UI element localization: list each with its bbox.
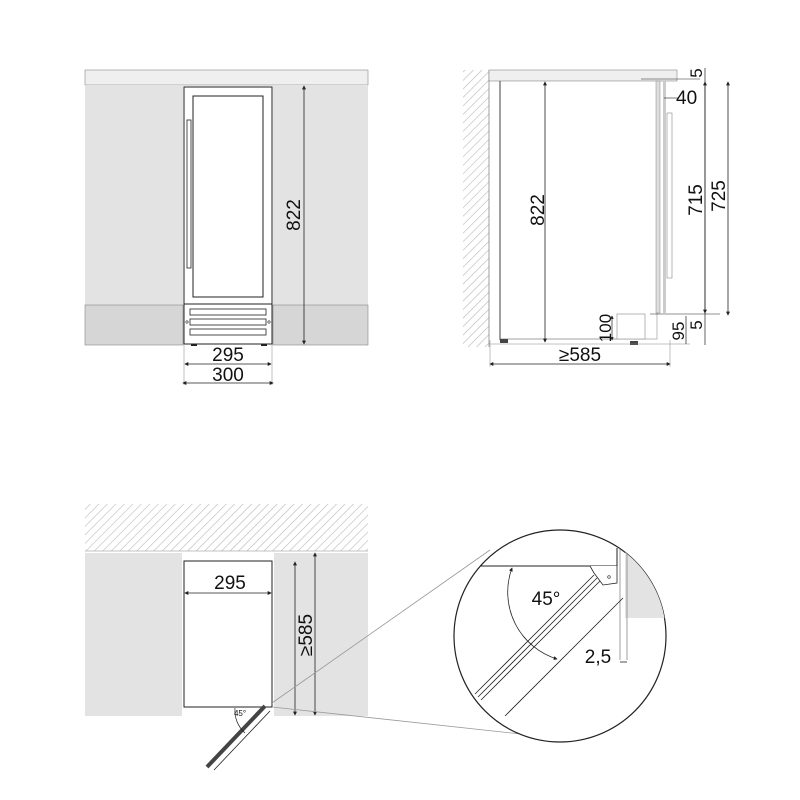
glass-door: [192, 95, 264, 298]
countertop: [84, 69, 369, 86]
plinth-height-label: 100: [596, 314, 615, 342]
countertop: [488, 69, 678, 82]
handle-profile: [666, 112, 673, 279]
top-width-label: 295: [214, 573, 246, 594]
open-door: 45°: [205, 704, 271, 771]
door-angle-label: 45°: [234, 709, 246, 718]
bottom-gap-label: 5: [687, 320, 706, 329]
wall-hatch: [463, 70, 489, 347]
front-height-label: 822: [284, 199, 305, 231]
plinth-left: [84, 304, 184, 346]
plinth-profile: [616, 313, 646, 340]
detail-angle-label: 45°: [532, 589, 561, 610]
base-height-label: 95: [669, 322, 688, 341]
top-view: 295 ≥585 45°: [85, 504, 531, 771]
appliance-side: [499, 80, 658, 340]
total-height-label: 725: [709, 180, 730, 212]
cabinet-right: [273, 85, 368, 305]
appliance-front: [183, 86, 273, 346]
appliance-top: [183, 560, 273, 708]
side-height-label: 822: [528, 194, 549, 226]
vent-slot: [189, 328, 267, 336]
side-view: 822 ≥585 5 40 715 725 100 5 95: [463, 68, 730, 367]
detail-gap-label: 2,5: [585, 647, 611, 668]
side-depth-label: ≥585: [559, 345, 601, 366]
top-gap-label: 5: [687, 68, 706, 77]
wall-hatch: [85, 504, 368, 551]
detail-view: 45° 2,5: [453, 529, 667, 743]
front-inner-width-label: 295: [212, 345, 244, 366]
front-outer-width-label: 300: [212, 365, 244, 386]
cabinet-right: [274, 553, 368, 716]
door-offset-label: 40: [676, 88, 697, 109]
cabinet-left: [85, 553, 182, 716]
door-handle: [186, 119, 192, 269]
vent-slot: [189, 318, 267, 326]
vent-slot: [189, 308, 267, 316]
top-depth-label: ≥585: [296, 614, 317, 656]
cabinet-left: [85, 85, 183, 305]
plinth-right: [272, 304, 369, 346]
door-profile: [655, 80, 661, 314]
front-view: 822 295 300: [84, 69, 369, 386]
door-height-label: 715: [686, 184, 707, 216]
